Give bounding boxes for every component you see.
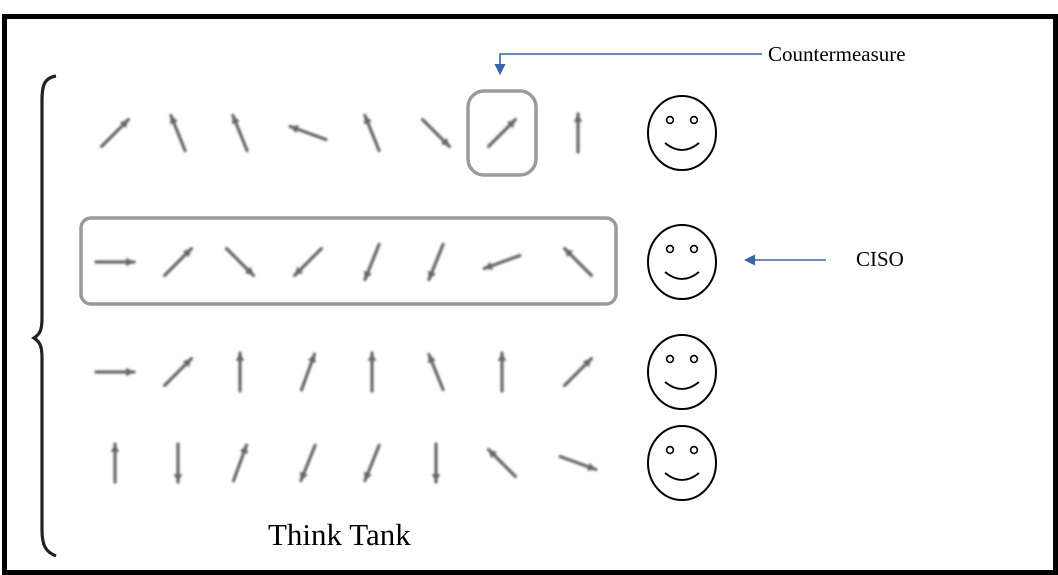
arrow-icon: [431, 442, 441, 484]
arrow-icon: [162, 246, 194, 278]
arrow-icon: [573, 112, 583, 154]
smiley-face: [647, 95, 717, 171]
arrow-icon: [482, 253, 522, 271]
arrow-icon: [363, 242, 381, 282]
arrow-icon: [299, 443, 317, 483]
arrow-icon: [94, 367, 136, 377]
smiley-face: [647, 224, 717, 300]
arrows-layer: [94, 112, 598, 484]
faces-layer: [647, 95, 717, 501]
arrow-icon: [288, 124, 328, 142]
ciso-row-highlight-box: [79, 216, 618, 306]
smiley-face: [647, 334, 717, 410]
countermeasure-label: Countermeasure: [768, 42, 906, 66]
arrow-icon: [363, 443, 381, 483]
arrow-icon: [235, 351, 245, 393]
arrow-icon: [367, 351, 377, 393]
arrow-icon: [224, 246, 256, 278]
arrow-icon: [558, 454, 598, 472]
arrow-icon: [427, 242, 445, 282]
smiley-face: [647, 425, 717, 501]
arrow-icon: [94, 257, 136, 267]
ciso-label: CISO: [856, 247, 904, 271]
arrow-icon: [299, 352, 317, 392]
arrow-icon: [173, 442, 183, 484]
countermeasure-highlight-box: [466, 89, 538, 177]
arrow-icon: [420, 117, 452, 149]
arrow-icon: [562, 246, 594, 278]
arrow-icon: [427, 352, 445, 392]
arrow-icon: [486, 117, 518, 149]
arrow-icon: [99, 117, 131, 149]
left-curly-brace: [31, 74, 57, 558]
arrow-icon: [169, 113, 187, 153]
arrow-icon: [486, 447, 518, 479]
arrow-icon: [110, 442, 120, 484]
countermeasure-pointer-arrow: [494, 53, 762, 76]
arrow-icon: [231, 113, 249, 153]
think-tank-label: Think Tank: [268, 517, 411, 552]
arrow-icon: [162, 356, 194, 388]
arrow-icon: [292, 246, 324, 278]
arrow-icon: [231, 443, 249, 483]
arrow-icon: [363, 113, 381, 153]
arrow-icon: [497, 351, 507, 393]
arrow-icon: [562, 356, 594, 388]
